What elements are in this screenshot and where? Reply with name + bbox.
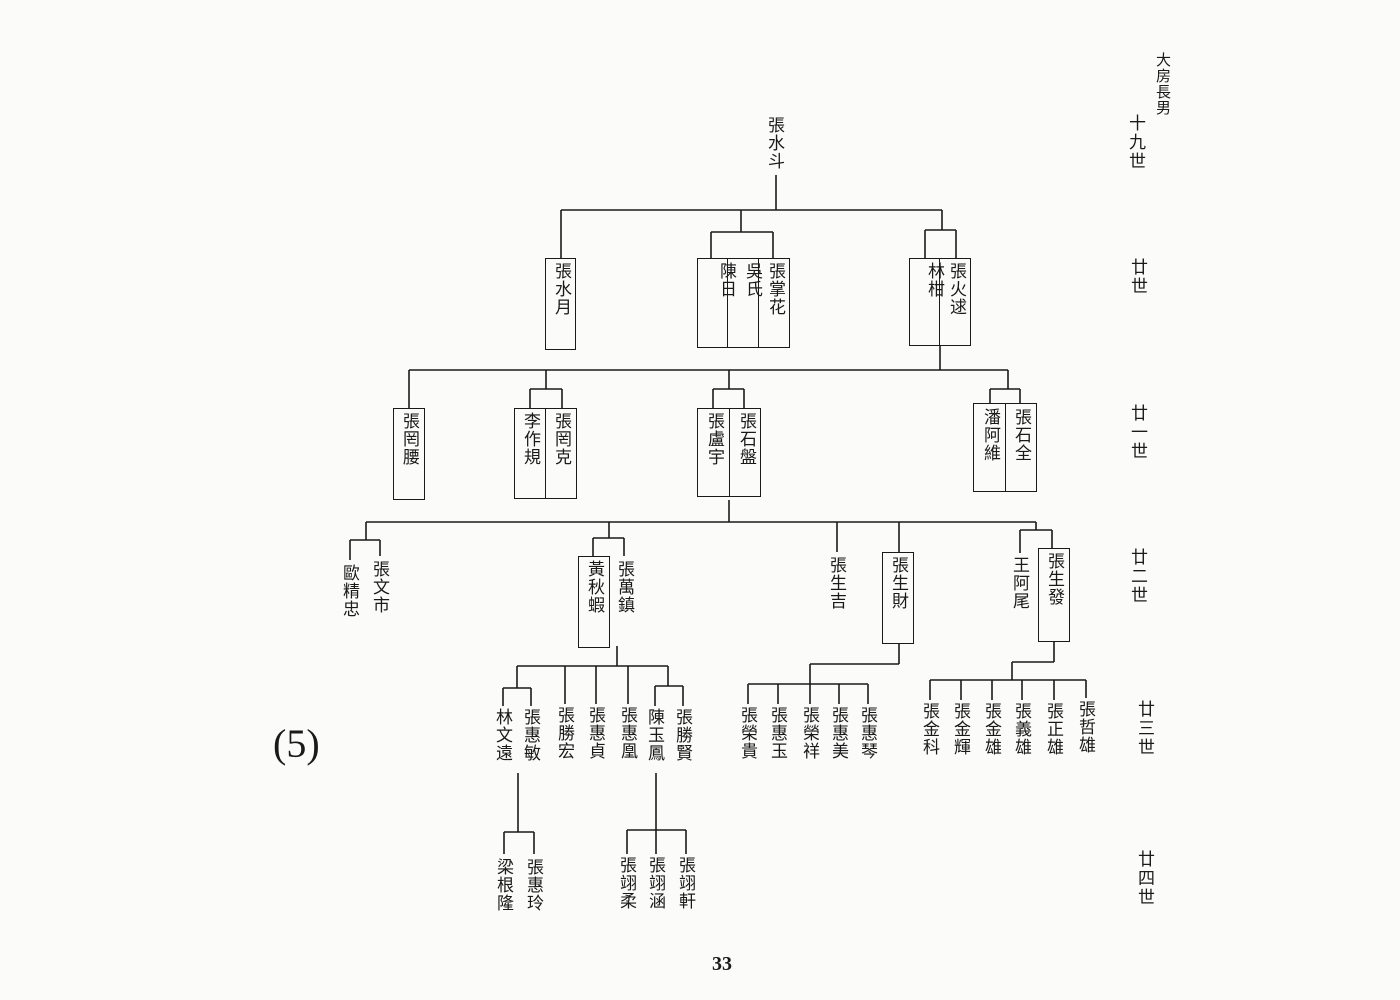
person-name: 張罔克 [551, 412, 571, 466]
person-name: 張金科 [919, 702, 939, 756]
person-name: 張翊涵 [645, 856, 665, 910]
person-box [545, 258, 576, 350]
person-box [1038, 548, 1070, 642]
couple-box [514, 408, 577, 499]
person-name: 張石全 [1011, 408, 1031, 462]
person-name: 張翊軒 [675, 856, 695, 910]
person-name: 張石盤 [736, 412, 756, 466]
person-name: 林文遠 [492, 708, 512, 762]
person-name: 張勝宏 [554, 706, 574, 760]
person-name: 張正雄 [1043, 702, 1063, 756]
person-name: 張火逑 [946, 262, 966, 316]
generation-label-21: 廿一世 [1127, 404, 1147, 461]
box-divider [1005, 404, 1006, 491]
person-name: 張生發 [1044, 552, 1064, 606]
couple-box [973, 403, 1037, 492]
person-name: 林柑 [924, 262, 944, 298]
couple-box [909, 258, 971, 346]
person-box [393, 408, 425, 500]
person-name: 黃秋蝦 [584, 560, 604, 614]
generation-label-22: 廿二世 [1127, 548, 1147, 605]
person-name: 張盧宇 [704, 412, 724, 466]
person-name: 張惠美 [828, 706, 848, 760]
person-name: 李作規 [520, 412, 540, 466]
person-name: 張榮祥 [799, 706, 819, 760]
person-name: 張金輝 [950, 702, 970, 756]
person-name: 張哲雄 [1075, 700, 1095, 754]
person-name: 張掌花 [765, 262, 785, 316]
person-name: 潘阿維 [980, 408, 1000, 462]
chart-number: (5) [273, 721, 320, 766]
person-name: 張生吉 [826, 556, 846, 610]
person-name: 吳氏 [742, 262, 762, 298]
person-name: 張翊柔 [616, 856, 636, 910]
person-name: 張罔腰 [399, 412, 419, 466]
person-name: 張勝賢 [672, 708, 692, 762]
person-name: 陳日 [716, 262, 736, 298]
person-box [578, 556, 610, 648]
generation-label-24: 廿四世 [1134, 850, 1154, 907]
box-divider [758, 259, 759, 347]
box-divider [545, 409, 546, 498]
person-name: 張水斗 [764, 116, 784, 170]
generation-label-20: 廿世 [1127, 258, 1147, 296]
box-divider [939, 259, 940, 345]
person-name: 張生財 [888, 556, 908, 610]
person-name: 張惠凰 [617, 706, 637, 760]
person-name: 張榮貴 [737, 706, 757, 760]
person-name: 張惠玉 [767, 706, 787, 760]
generation-label-19: 十九世 [1125, 114, 1145, 171]
person-name: 張萬鎮 [614, 560, 634, 614]
person-name: 張惠玲 [523, 858, 543, 912]
page-number: 33 [712, 953, 732, 975]
generation-label-23: 廿三世 [1134, 700, 1154, 757]
box-divider [729, 409, 730, 496]
box-divider [727, 259, 728, 347]
person-name: 張水月 [551, 262, 571, 316]
person-box [882, 552, 914, 644]
person-name: 張惠貞 [585, 706, 605, 760]
couple-box [697, 258, 790, 348]
person-name: 王阿尾 [1009, 556, 1029, 610]
person-name: 張文市 [369, 560, 389, 614]
person-name: 歐精忠 [339, 564, 359, 618]
person-name: 梁根隆 [493, 858, 513, 912]
couple-box [697, 408, 761, 497]
branch-title: 大房長男 [1154, 52, 1172, 116]
person-name: 張惠琴 [857, 706, 877, 760]
person-name: 張金雄 [981, 702, 1001, 756]
person-name: 陳玉鳳 [644, 708, 664, 762]
person-name: 張義雄 [1011, 702, 1031, 756]
person-name: 張惠敏 [520, 708, 540, 762]
